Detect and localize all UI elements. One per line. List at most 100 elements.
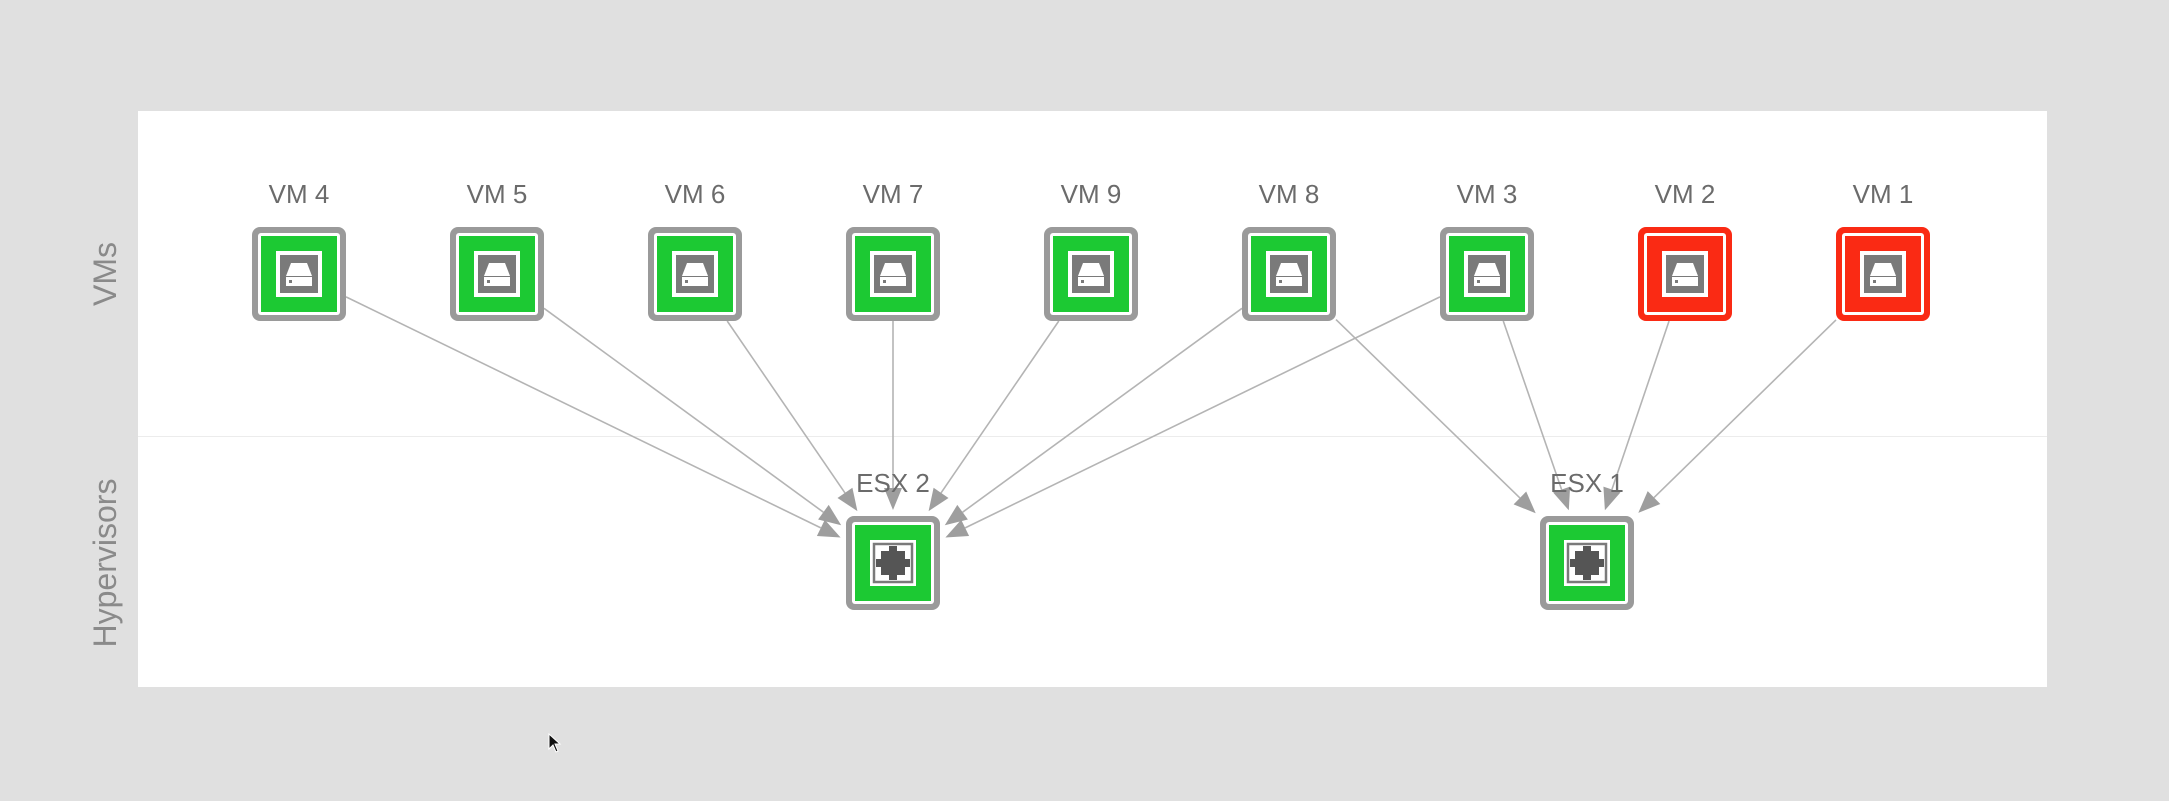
node-label-vm4: VM 4 xyxy=(269,179,330,209)
edge-vm3-esx1 xyxy=(1502,320,1571,511)
node-label-esx2: ESX 2 xyxy=(856,468,930,498)
edge-line xyxy=(726,320,846,494)
drive-led xyxy=(1477,280,1480,283)
drive-front xyxy=(1870,277,1896,286)
arrowhead-icon xyxy=(1513,491,1536,514)
edge-line xyxy=(1653,319,1837,499)
node-vm1[interactable]: VM 1 xyxy=(1836,179,1930,321)
drive-top xyxy=(1276,263,1302,276)
node-vm6[interactable]: VM 6 xyxy=(648,179,742,321)
node-vm9[interactable]: VM 9 xyxy=(1044,179,1138,321)
lane-divider xyxy=(138,436,2047,437)
node-label-esx1: ESX 1 xyxy=(1550,468,1624,498)
node-label-vm1: VM 1 xyxy=(1853,179,1914,209)
drive-front xyxy=(1474,277,1500,286)
drive-led xyxy=(1279,280,1282,283)
chip-icon xyxy=(870,540,916,586)
edge-line xyxy=(543,307,824,513)
edge-line xyxy=(964,296,1441,529)
drive-top xyxy=(682,263,708,276)
node-esx2[interactable]: ESX 2 xyxy=(846,468,940,610)
edge-line xyxy=(962,307,1243,513)
drive-led xyxy=(685,280,688,283)
node-vm4[interactable]: VM 4 xyxy=(252,179,346,321)
drive-front xyxy=(1078,277,1104,286)
arrowhead-icon xyxy=(837,487,858,512)
edge-line xyxy=(1502,320,1563,490)
arrowhead-icon xyxy=(928,487,949,512)
drive-top xyxy=(880,263,906,276)
edges-layer xyxy=(345,296,1837,538)
edge-vm9-esx2 xyxy=(928,320,1060,512)
drive-front xyxy=(1276,277,1302,286)
chip-pins-h xyxy=(876,559,910,567)
edge-vm8-esx2 xyxy=(944,307,1243,526)
hard-drive-icon xyxy=(1860,251,1906,297)
hard-drive-icon xyxy=(1464,251,1510,297)
drive-top xyxy=(1078,263,1104,276)
arrowhead-icon xyxy=(1603,486,1621,511)
node-label-vm5: VM 5 xyxy=(467,179,528,209)
hard-drive-icon xyxy=(1662,251,1708,297)
node-label-vm6: VM 6 xyxy=(665,179,726,209)
arrowhead-icon xyxy=(945,519,970,538)
arrowhead-icon xyxy=(1638,491,1661,513)
drive-top xyxy=(1474,263,1500,276)
drive-top xyxy=(1870,263,1896,276)
edge-vm8-esx1 xyxy=(1335,319,1536,514)
hard-drive-icon xyxy=(276,251,322,297)
drive-led xyxy=(487,280,490,283)
drive-top xyxy=(1672,263,1698,276)
hard-drive-icon xyxy=(672,251,718,297)
hard-drive-icon xyxy=(1266,251,1312,297)
drive-led xyxy=(1873,280,1876,283)
hard-drive-icon xyxy=(474,251,520,297)
drive-front xyxy=(1672,277,1698,286)
node-label-vm8: VM 8 xyxy=(1259,179,1320,209)
edge-vm3-esx2 xyxy=(945,296,1441,538)
hard-drive-icon xyxy=(1068,251,1114,297)
edge-line xyxy=(345,296,822,529)
drive-led xyxy=(1081,280,1084,283)
drive-front xyxy=(880,277,906,286)
chip-icon xyxy=(1564,540,1610,586)
hard-drive-icon xyxy=(870,251,916,297)
edge-vm2-esx1 xyxy=(1603,320,1670,511)
node-label-vm7: VM 7 xyxy=(863,179,924,209)
arrowhead-icon xyxy=(884,488,902,510)
edge-vm6-esx2 xyxy=(726,320,858,512)
edge-vm4-esx2 xyxy=(345,296,841,538)
drive-front xyxy=(484,277,510,286)
node-vm2[interactable]: VM 2 xyxy=(1638,179,1732,321)
drive-led xyxy=(289,280,292,283)
graph-panel xyxy=(138,111,2047,687)
drive-top xyxy=(484,263,510,276)
drive-led xyxy=(1675,280,1678,283)
arrowhead-icon xyxy=(1553,486,1571,511)
node-label-vm9: VM 9 xyxy=(1061,179,1122,209)
edge-vm1-esx1 xyxy=(1638,319,1837,513)
drive-led xyxy=(883,280,886,283)
edge-line xyxy=(940,320,1060,494)
edge-line xyxy=(1335,319,1521,499)
arrowhead-icon xyxy=(818,504,842,526)
node-vm3[interactable]: VM 3 xyxy=(1440,179,1534,321)
mouse-cursor-icon xyxy=(548,733,562,753)
drive-front xyxy=(682,277,708,286)
nodes-layer: VM 4 VM 5 VM 6 VM 7 VM 9 VM 8 VM 3 VM 2 VM 1 ESX … xyxy=(252,179,1930,610)
arrowhead-icon xyxy=(816,519,841,538)
edge-line xyxy=(1611,320,1670,490)
node-label-vm2: VM 2 xyxy=(1655,179,1716,209)
node-label-vm3: VM 3 xyxy=(1457,179,1518,209)
chip-pins-h xyxy=(1570,559,1604,567)
node-esx1[interactable]: ESX 1 xyxy=(1540,468,1634,610)
arrowhead-icon xyxy=(944,504,968,526)
node-vm7[interactable]: VM 7 xyxy=(846,179,940,321)
node-vm5[interactable]: VM 5 xyxy=(450,179,544,321)
edge-vm7-esx2 xyxy=(884,321,902,510)
node-vm8[interactable]: VM 8 xyxy=(1242,179,1336,321)
edge-vm5-esx2 xyxy=(543,307,842,526)
drive-top xyxy=(286,263,312,276)
